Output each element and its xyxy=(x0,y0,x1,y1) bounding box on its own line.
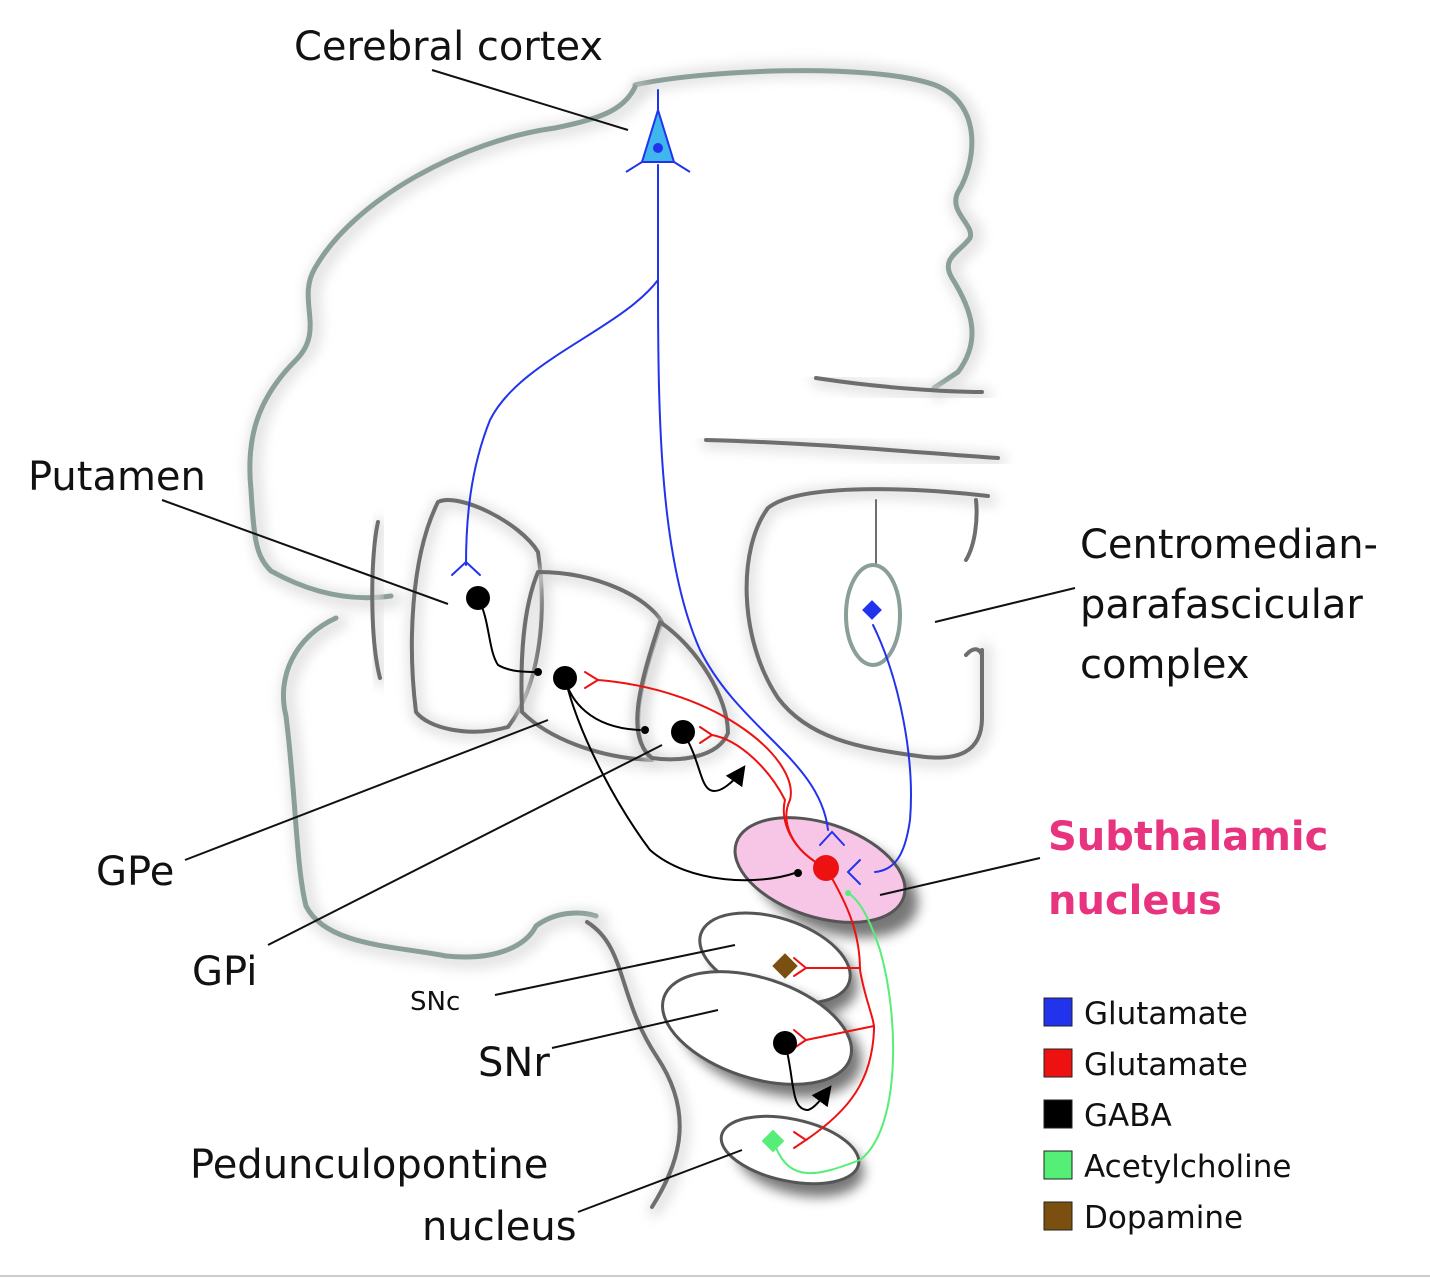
thalamus-outlines xyxy=(701,373,1007,769)
gpi-shape xyxy=(635,620,730,762)
legend-label: GABA xyxy=(1084,1098,1172,1134)
label-centromedian-2: parafascicular xyxy=(1080,582,1363,628)
label-gpe: GPe xyxy=(96,849,174,895)
label-snr: SNr xyxy=(478,1040,550,1086)
label-centromedian-3: complex xyxy=(1080,642,1250,688)
legend-label: Glutamate xyxy=(1084,996,1248,1032)
ppn-shape xyxy=(719,1114,861,1186)
legend-label: Glutamate xyxy=(1084,1047,1248,1083)
gaba-pathways xyxy=(477,597,832,1112)
brainstem-outlines xyxy=(583,918,690,1217)
ppn-acetylcholine-pathway xyxy=(774,892,895,1175)
label-ppn-2: nucleus xyxy=(422,1204,577,1250)
label-subthalamic-2: nucleus xyxy=(1048,878,1222,924)
labels: Cerebral cortex Putamen Centromedian- pa… xyxy=(28,24,1378,1250)
label-leader-lines xyxy=(161,69,1076,1213)
legend-label: Acetylcholine xyxy=(1084,1149,1292,1185)
label-gpi: GPi xyxy=(192,949,257,995)
legend-swatch xyxy=(1043,1048,1073,1078)
label-putamen: Putamen xyxy=(28,454,206,500)
snr-shape xyxy=(661,970,853,1086)
midbrain-nuclei xyxy=(661,816,919,1197)
snc-neuron xyxy=(772,953,798,979)
centromedian-neuron xyxy=(862,600,882,620)
striatum-pallidum-outlines xyxy=(367,496,737,769)
gaba-neurons xyxy=(466,586,802,1055)
stn-neuron xyxy=(813,855,839,881)
label-subthalamic-1: Subthalamic xyxy=(1048,814,1328,860)
label-cerebral-cortex: Cerebral cortex xyxy=(294,24,603,70)
legend-swatch xyxy=(1043,1099,1073,1129)
legend-swatch xyxy=(1043,997,1073,1027)
cortical-glutamate-pathways xyxy=(451,89,912,885)
legend-label: Dopamine xyxy=(1084,1200,1243,1236)
legend: GlutamateGlutamateGABAAcetylcholineDopam… xyxy=(1043,996,1292,1236)
putamen-shape xyxy=(409,498,544,734)
ppn-neuron xyxy=(761,1129,785,1153)
legend-swatch xyxy=(1043,1201,1073,1231)
label-snc: SNc xyxy=(410,987,460,1017)
label-ppn-1: Pedunculopontine xyxy=(190,1142,548,1188)
cortex-pyramidal-neuron xyxy=(625,106,691,173)
brain-outline xyxy=(245,61,984,969)
legend-swatch xyxy=(1043,1150,1073,1180)
stn-glutamate-pathways xyxy=(584,671,876,1149)
label-centromedian-1: Centromedian- xyxy=(1080,522,1378,568)
